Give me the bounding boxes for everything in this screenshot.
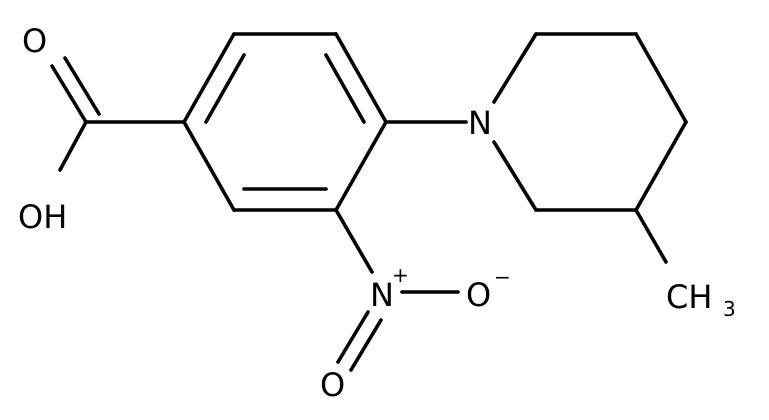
nitro-single-oxygen-label: O [466, 276, 491, 314]
methyl-bond [634, 208, 668, 264]
nitro-o-double-bond-b [349, 318, 383, 372]
nitro-nitrogen-label: N [370, 276, 394, 314]
nitro-group [334, 208, 460, 372]
pip-bond-c3-c4 [634, 32, 688, 124]
ring-bond-3-inner [324, 53, 366, 124]
carboxylic-acid-group [50, 56, 186, 172]
benzene-ring [182, 32, 388, 212]
nitro-o-double-bond-a [336, 310, 370, 364]
carboxyl-oh-bond [58, 120, 88, 172]
ring-bond-3 [334, 32, 388, 124]
amine-nitrogen-label: N [468, 104, 492, 142]
pip-bond-c6-n [492, 140, 538, 212]
methyl-subscript: 3 [723, 297, 736, 321]
ring-to-nitro-bond [334, 208, 374, 274]
pip-bond-n-c2 [492, 32, 538, 104]
pip-bond-c4-c5 [634, 120, 688, 212]
methyl-label: CH [666, 278, 712, 316]
piperidine-ring [492, 32, 688, 264]
nitro-positive-charge: + [392, 263, 409, 287]
ring-bond-1 [182, 32, 236, 124]
carbonyl-double-bond-a [50, 64, 88, 124]
ring-bond-1-inner [204, 53, 246, 124]
ring-bond-4 [334, 120, 388, 212]
ring-bond-6 [182, 120, 236, 212]
carbonyl-double-bond-b [63, 56, 101, 116]
nitro-double-oxygen-label: O [320, 366, 345, 404]
carbonyl-oxygen-label: O [22, 22, 47, 60]
nitro-negative-charge: − [494, 265, 511, 289]
hydroxyl-label: OH [18, 198, 67, 236]
